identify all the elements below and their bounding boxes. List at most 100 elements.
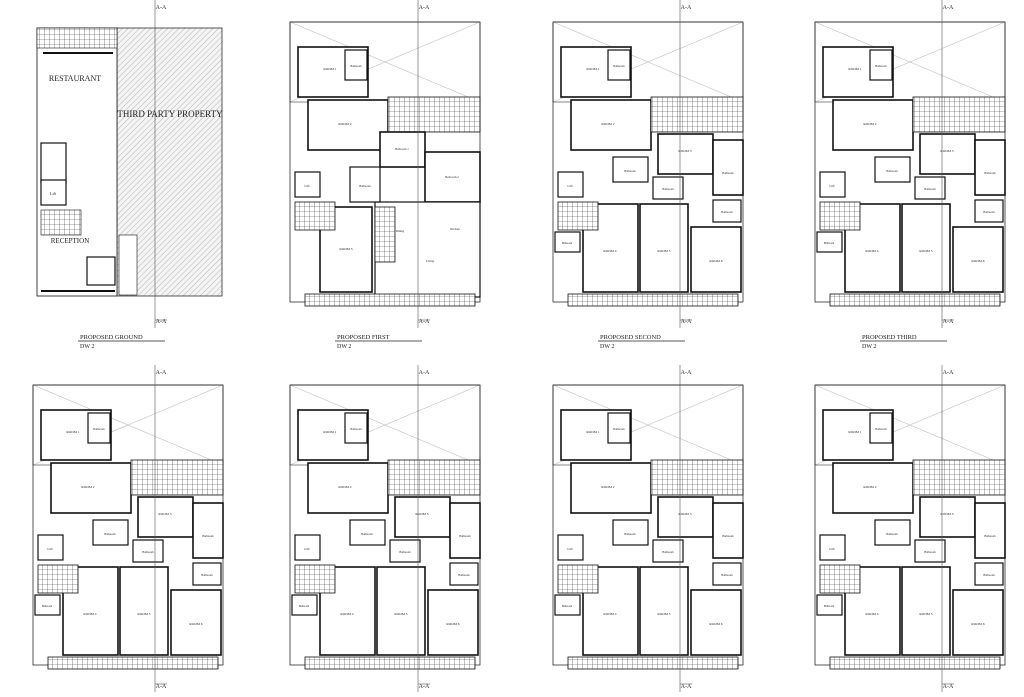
room — [919, 496, 976, 538]
section-marker-bottom: A-A — [419, 319, 430, 325]
section-marker-top: A-A — [681, 370, 692, 376]
bathroom — [974, 562, 1004, 586]
room — [376, 566, 426, 656]
section-marker-bottom: A-A — [681, 319, 692, 325]
room-label: ROOM 3 — [940, 149, 953, 153]
room-label: ROOM 6 — [709, 259, 722, 263]
room — [657, 496, 714, 538]
bathroom — [914, 539, 946, 563]
bathroom — [974, 199, 1004, 223]
external-stairs — [118, 234, 138, 296]
bathroom — [869, 49, 893, 81]
room — [639, 203, 689, 293]
bathroom — [607, 412, 631, 444]
room-label: ROOM 2 — [863, 485, 876, 489]
room — [919, 133, 976, 175]
bathroom — [612, 156, 649, 183]
stairs — [374, 206, 396, 263]
bathroom — [192, 502, 224, 559]
bathroom — [974, 139, 1006, 196]
room-label: ROOM 5 — [137, 612, 150, 616]
room-label: ROOM 1 — [586, 67, 599, 71]
bathroom-label: Bathroom — [984, 172, 996, 175]
bathroom — [974, 502, 1006, 559]
bathroom-label: Bathroom — [202, 535, 214, 538]
bathroom-label: Bathroom — [562, 605, 572, 608]
bathroom — [712, 199, 742, 223]
dining-label: Dining — [396, 229, 405, 233]
bathroom-label: Bathroom — [886, 533, 898, 536]
bathroom — [712, 562, 742, 586]
room-label: ROOM 4 — [603, 249, 616, 253]
room — [832, 462, 914, 514]
bathroom — [874, 519, 911, 546]
room-label: ROOM 5 — [657, 612, 670, 616]
section-marker-bottom: A-A — [943, 684, 954, 690]
bathroom-label: Bathroom — [983, 211, 995, 214]
section-marker-bottom: A-A — [419, 684, 430, 690]
bathroom — [652, 539, 684, 563]
room — [570, 462, 652, 514]
bathroom-label: Bathroom — [361, 533, 373, 536]
bathroom-label: Bathroom — [722, 172, 734, 175]
balcony-tiles — [304, 293, 476, 307]
bathroom — [34, 594, 61, 616]
bathroom — [192, 562, 222, 586]
terrace-tiles — [912, 459, 1006, 496]
bathroom — [874, 156, 911, 183]
living-label: Living — [426, 259, 434, 263]
room — [690, 226, 742, 293]
section-marker-top: A-A — [156, 370, 167, 376]
bathroom — [449, 562, 479, 586]
terrace-tiles — [36, 27, 118, 49]
bathroom-label: Bathroom — [824, 605, 834, 608]
terrace-tiles — [650, 459, 744, 496]
bathroom — [449, 502, 481, 559]
bathroom-label: Bathroom — [359, 185, 371, 188]
bathroom-label: Bathroom — [399, 551, 411, 554]
room-label: ROOM 5 — [394, 612, 407, 616]
lift-shaft — [819, 534, 846, 561]
room-label: ROOM 5 — [919, 612, 932, 616]
room — [639, 566, 689, 656]
bathroom-label: Bathroom — [886, 170, 898, 173]
balcony-tiles — [567, 293, 739, 307]
room-label: ROOM 6 — [971, 259, 984, 263]
stairs — [294, 564, 336, 594]
bathroom-label: Bathroom — [721, 211, 733, 214]
room-label: ROOM 1 — [848, 67, 861, 71]
bathroom-label: Bathroom — [875, 428, 887, 431]
stairs — [819, 201, 861, 231]
room-label: ROOM 2 — [863, 122, 876, 126]
bathroom-label: Bathroom — [662, 188, 674, 191]
room-label: ROOM 4 — [865, 612, 878, 616]
lift-shaft — [819, 171, 846, 198]
section-marker-bottom: A-A — [156, 319, 167, 325]
room-label: ROOM 3 — [940, 512, 953, 516]
plan-title: PROPOSED SECOND — [600, 334, 661, 341]
bathroom-label: Bathroom — [458, 574, 470, 577]
bathroom — [344, 49, 368, 81]
room — [901, 566, 951, 656]
entrance-lobby — [86, 256, 116, 286]
bathroom — [712, 502, 744, 559]
room — [657, 133, 714, 175]
room-label: ROOM 1 — [848, 430, 861, 434]
room-label: ROOM 4 — [603, 612, 616, 616]
bathroom — [914, 176, 946, 200]
sheet-label: DW 2 — [80, 344, 94, 350]
bathroom — [92, 519, 129, 546]
bathroom — [554, 594, 581, 616]
room-label: ROOM 4 — [865, 249, 878, 253]
room-label: ROOM 3 — [339, 247, 352, 251]
section-marker-top: A-A — [419, 370, 430, 376]
room-label: ROOM 3 — [678, 512, 691, 516]
room — [570, 99, 652, 151]
bathroom — [389, 539, 421, 563]
terrace-tiles — [130, 459, 224, 496]
section-marker-bottom: A-A — [943, 319, 954, 325]
